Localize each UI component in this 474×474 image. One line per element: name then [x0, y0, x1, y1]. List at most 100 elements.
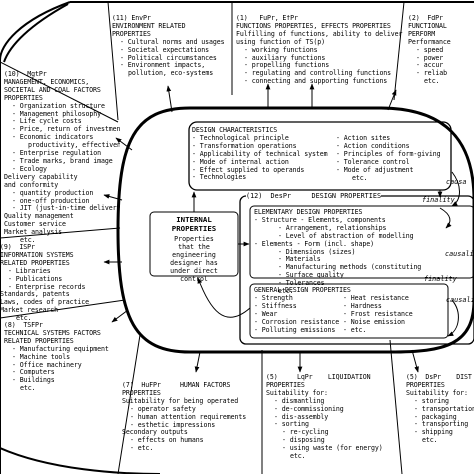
text-line: TECHNICAL SYSTEMS FACTORS: [4, 328, 101, 337]
text-line: - Societal expectations: [120, 45, 210, 54]
text-line: - Action sites: [336, 135, 391, 142]
text-line: - Structure - Elements, components: [254, 215, 386, 224]
general-properties-box: [249, 283, 449, 339]
text-line: - Enterprise regulation: [12, 149, 102, 158]
internal-properties-title: INTERNAL PROPERTIES: [171, 215, 217, 233]
text-line: - Trade marks, brand image: [12, 156, 113, 165]
text-line: FUNCTIONAL: [408, 21, 447, 30]
elementary-properties-box: [249, 205, 474, 279]
text-line: PROPERTIES: [266, 380, 305, 389]
arrow: [439, 207, 452, 229]
text-line: PERFORM: [408, 29, 436, 38]
text-line: etc.: [20, 384, 36, 393]
text-line: (10) MgtPr: [4, 71, 47, 78]
text-line: - disposing: [282, 436, 325, 445]
general-design-properties: GENERAL DESIGN PROPERTIES- Strength - He…: [254, 287, 446, 334]
text-line: - one-off production: [12, 196, 90, 205]
text-line: (9) ISPr: [0, 244, 35, 251]
text-line: Laws, codes of practice: [0, 298, 90, 307]
text-line: INFORMATION SYSTEMS: [0, 250, 74, 259]
text-line: - power: [416, 53, 444, 62]
separator-line: [0, 299, 126, 319]
text-line: ENVIRONMENT RELATED: [112, 21, 186, 30]
text-line: - Stiffness - Hardness: [254, 301, 382, 310]
text-line: pollution, eco-systems: [128, 69, 214, 78]
text-line: GENERAL DESIGN PROPERTIES: [254, 287, 351, 294]
text-line: etc.: [290, 452, 306, 461]
text-line: - Action conditions: [336, 141, 410, 150]
text-line: - Price, return of investment: [12, 125, 120, 134]
causality-label-lower: causali: [446, 296, 474, 304]
text-line: - transporting: [414, 420, 469, 429]
text-line: - Wear - Frost resistance: [254, 309, 413, 318]
text-line: - Principles of form-giving: [336, 149, 441, 158]
text-line: - speed: [416, 45, 444, 54]
text-line: - transportation: [414, 404, 474, 413]
text-line: - reliab: [416, 69, 447, 78]
text-line: Suitability for:: [406, 388, 468, 397]
text-line: - Surface quality: [278, 271, 344, 280]
arrow: [197, 277, 251, 318]
design-characteristics: DESIGN CHARACTERISTICS- Technological pr…: [192, 127, 332, 182]
text-line: (11) EnvPr: [112, 15, 151, 22]
text-line: - Arrangement, relationships: [278, 223, 387, 232]
text-line: etc.: [422, 436, 438, 445]
elementary-design-properties: ELEMENTARY DESIGN PROPERTIES- Structure …: [254, 209, 472, 296]
text-line: - Materials: [278, 255, 321, 264]
text-line: - Dimensions (sizes): [278, 247, 356, 256]
arrow: [447, 299, 459, 337]
text-line: (8) TSFPr: [4, 322, 43, 329]
text-line: - quantity production: [12, 188, 94, 197]
text-line: Performance: [408, 37, 451, 46]
separator-line: [389, 339, 403, 474]
text-line: - Office machinery: [12, 360, 82, 369]
text-line: - JIT (just-in-time delivery): [12, 204, 120, 213]
text-line: etc.: [20, 236, 36, 245]
finality-label-lower: finality: [424, 275, 457, 283]
text-line: - effects on humans: [130, 436, 204, 445]
separator-line: [0, 61, 119, 123]
text-line: - Corrosion resistance - Noise emission: [254, 317, 405, 326]
arrow: [194, 351, 201, 373]
text-line: - Mode of internal action: [192, 157, 289, 166]
text-line: - using waste (for energy): [282, 444, 383, 453]
text-line: - propelling functions: [244, 61, 330, 70]
text-line: - operator safety: [130, 404, 196, 413]
design-characteristics-right: - Action sites- Action conditions- Princ…: [336, 135, 450, 182]
text-line: - Political circumstances: [120, 53, 217, 62]
text-line: - Strength - Heat resistance: [254, 293, 409, 302]
text-line: - etc.: [130, 444, 154, 453]
text-line: (1) FuPr, EfPr: [236, 15, 298, 22]
design-properties-header: (12) DesPr DESIGN PROPERTIES: [246, 192, 382, 200]
finality-label: finality: [422, 196, 455, 204]
text-line: - working functions: [244, 45, 318, 54]
text-line: Secondary outputs: [122, 428, 188, 437]
text-line: - Technologies: [192, 173, 247, 182]
text-line: - Life cycle costs: [12, 117, 82, 126]
text-line: - Mode of adjustment: [336, 165, 414, 174]
text-line: etc.: [352, 173, 368, 182]
text-line: - sorting: [274, 420, 309, 429]
text-line: Delivery capability: [4, 172, 78, 181]
outer-ring-arc: [3, 3, 69, 63]
text-line: - human attention requirements: [130, 412, 247, 421]
text-line: - Buildings: [12, 376, 55, 385]
text-line: - Effect supplied to operands: [192, 165, 305, 174]
text-line: - Organization structure: [12, 101, 105, 110]
text-line: - Computers: [12, 368, 55, 377]
text-line: MANAGEMENT, ECONOMICS,: [4, 77, 90, 86]
internal-properties-description: Properties that the engineering designer…: [170, 235, 218, 283]
text-line: RELATED PROPERTIES: [0, 258, 70, 267]
text-line: etc.: [424, 77, 440, 86]
text-line: (7) HuFPr HUMAN FACTORS: [122, 382, 231, 389]
text-line: - esthetic impressions: [130, 420, 216, 429]
text-line: - de-commissioning: [274, 404, 344, 413]
text-line: - shipping: [414, 428, 453, 437]
separator-line: [0, 227, 121, 239]
